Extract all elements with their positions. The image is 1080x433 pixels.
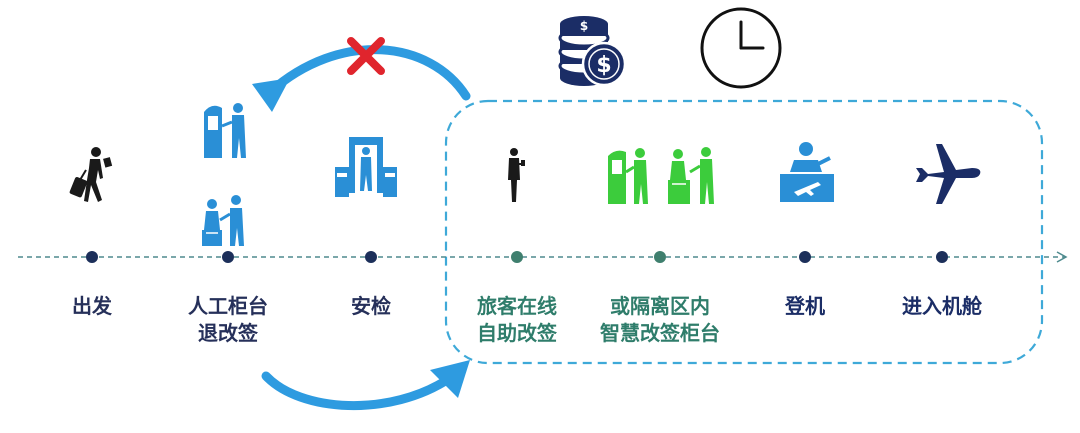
bottom-forward-arrow <box>261 360 470 411</box>
timeline-dot-isolation-zone <box>654 251 666 263</box>
stage-label-line: 登机 <box>785 294 825 318</box>
stage-label-line: 自助改签 <box>477 321 557 345</box>
stage-label-line: 安检 <box>351 294 391 318</box>
cross-icon <box>347 37 385 75</box>
stage-label-line: 智慧改签柜台 <box>600 321 720 345</box>
stage-label-online-self-service: 旅客在线 自助改签 <box>427 293 607 347</box>
stage-label-line: 退改签 <box>198 321 258 345</box>
svg-text:$: $ <box>596 53 611 78</box>
timeline-dot-security <box>365 251 377 263</box>
smart-kiosk-and-counter-icon <box>608 147 714 204</box>
security-scanner-gate-icon <box>335 137 397 197</box>
stage-label-line: 或隔离区内 <box>610 294 710 318</box>
clock-icon <box>700 7 782 89</box>
passenger-with-phone-icon <box>508 148 525 202</box>
stage-label-line: 进入机舱 <box>902 294 982 318</box>
stage-label-security: 安检 <box>281 293 461 320</box>
stage-label-depart: 出发 <box>2 293 182 320</box>
stage-label-line: 人工柜台 <box>188 294 268 318</box>
top-return-arrow <box>252 45 471 112</box>
airplane-icon <box>916 144 981 204</box>
walking-traveler-with-luggage-icon <box>69 147 113 202</box>
timeline-dot-depart <box>86 251 98 263</box>
stage-label-manual-counter: 人工柜台 退改签 <box>138 293 318 347</box>
timeline-dot-boarding <box>799 251 811 263</box>
svg-text:$: $ <box>580 19 588 33</box>
stage-label-line: 旅客在线 <box>477 294 557 318</box>
timeline-dot-manual-counter <box>222 251 234 263</box>
stage-label-enter-cabin: 进入机舱 <box>852 293 1032 320</box>
timeline-dots <box>86 251 948 263</box>
stage-label-line: 出发 <box>72 294 112 318</box>
stacked-dollar-coins-icon: $ $ <box>558 16 627 87</box>
self-service-zone-box <box>444 99 1044 365</box>
timeline-dot-online-self-service <box>511 251 523 263</box>
stage-label-boarding: 登机 <box>715 293 895 320</box>
kiosk-and-counter-agents-icon <box>202 103 246 246</box>
boarding-desk-icon <box>780 142 834 202</box>
stage-label-isolation-zone: 或隔离区内 智慧改签柜台 <box>570 293 750 347</box>
timeline-dot-enter-cabin <box>936 251 948 263</box>
